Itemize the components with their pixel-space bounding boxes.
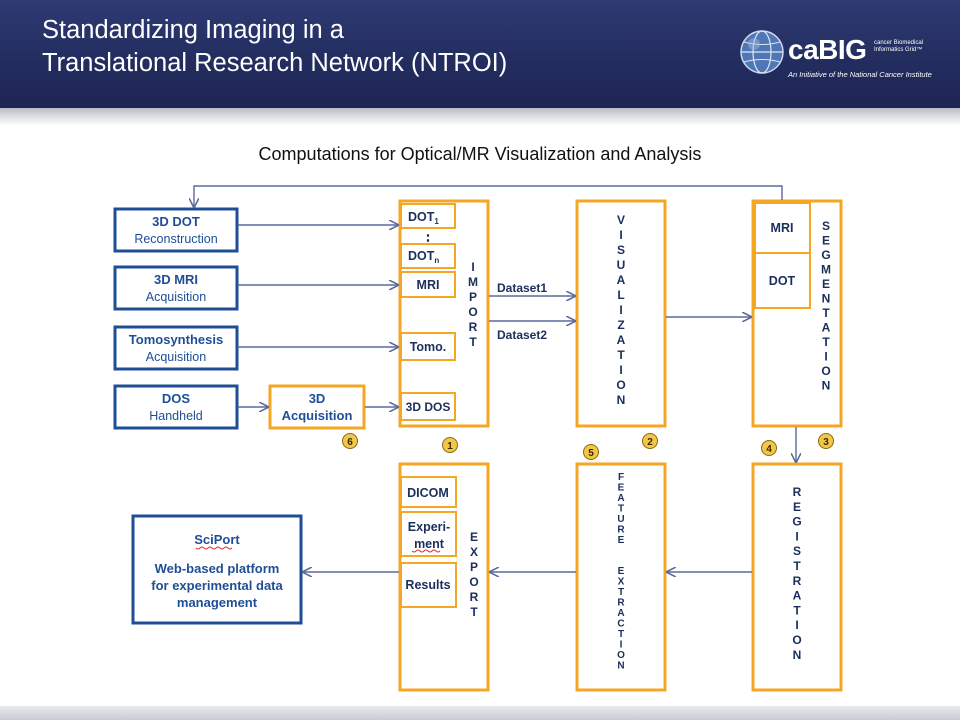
source-box-3d-mri: 3D MRI Acquisition xyxy=(113,265,239,311)
acquisition-line-2: Acquisition xyxy=(282,408,353,423)
export-slot-dicom-label: DICOM xyxy=(407,486,449,500)
acquisition-line-1: 3D xyxy=(309,391,326,406)
import-slot-mri-label: MRI xyxy=(417,278,440,292)
source-box-3d-dot: 3D DOT Reconstruction xyxy=(113,207,239,253)
segmentation-slot-dot xyxy=(754,252,811,309)
step-badge-3: 3 xyxy=(818,433,834,449)
svg-text:5: 5 xyxy=(588,448,594,459)
import-slot-mri xyxy=(400,271,456,298)
source-title: 3D MRI xyxy=(154,272,198,287)
slide-title: Standardizing Imaging in a Translational… xyxy=(42,14,507,80)
arrows xyxy=(194,185,796,572)
slide-title-line-1: Standardizing Imaging in a xyxy=(42,16,344,44)
import-slot-dot1-label: DOT1 xyxy=(408,210,439,226)
cabig-logo: caBIG cancer Biomedical Informatics Grid… xyxy=(738,24,943,84)
source-subtitle: Handheld xyxy=(149,409,203,423)
source-box-tomosynthesis: Tomosynthesis Acquisition xyxy=(113,325,239,371)
svg-text:4: 4 xyxy=(766,444,772,455)
svg-text:6: 6 xyxy=(347,437,353,448)
source-subtitle: Acquisition xyxy=(146,350,206,364)
sciport-title: SciPort xyxy=(194,532,240,547)
segmentation-slot-mri-label: MRI xyxy=(771,221,794,235)
step-badge-1: 1 xyxy=(442,437,458,453)
sciport-box: SciPort Web-based platform for experimen… xyxy=(131,514,303,625)
acquisition-box: 3D Acquisition xyxy=(268,384,366,430)
segmentation-slot-dot-label: DOT xyxy=(769,274,796,288)
import-slot-3d-dos xyxy=(400,392,456,421)
step-badge-4: 4 xyxy=(761,440,777,456)
source-box-dos: DOS Handheld xyxy=(113,384,239,430)
diagram-subtitle: Computations for Optical/MR Visualizatio… xyxy=(258,144,702,164)
export-slot-results-label: Results xyxy=(405,578,450,592)
step-badge-5: 5 xyxy=(583,444,599,460)
dataset2-label: Dataset2 xyxy=(497,328,547,342)
dataset1-label: Dataset1 xyxy=(497,281,547,295)
import-slot-tomo xyxy=(400,332,456,361)
feedback-loop-arrow xyxy=(194,185,783,207)
spellcheck-underline xyxy=(411,549,441,553)
import-slot-dotn-label: DOTn xyxy=(408,249,439,265)
logo-wordmark: caBIG xyxy=(788,34,867,65)
sciport-desc-line-2: for experimental data xyxy=(151,578,283,593)
source-title: 3D DOT xyxy=(152,214,200,229)
source-title: DOS xyxy=(162,391,191,406)
sciport-desc-line-3: management xyxy=(177,595,258,610)
export-slot-results xyxy=(400,562,457,608)
logo-tagline: An Initiative of the National Cancer Ins… xyxy=(788,70,932,79)
source-subtitle: Reconstruction xyxy=(134,232,217,246)
import-slot-dot1 xyxy=(400,203,456,229)
footer-bar xyxy=(0,706,960,720)
export-slot-dicom xyxy=(400,476,457,508)
title-banner xyxy=(0,0,960,108)
globe-icon xyxy=(740,30,784,74)
svg-text:2: 2 xyxy=(647,437,653,448)
logo-subtitle: cancer Biomedical Informatics Grid™ xyxy=(874,40,924,53)
import-slot-dotn xyxy=(400,243,456,269)
source-subtitle: Acquisition xyxy=(146,290,206,304)
svg-text:3: 3 xyxy=(823,437,829,448)
svg-text:1: 1 xyxy=(447,441,453,452)
slide-title-line-2: Translational Research Network (NTROI) xyxy=(42,49,508,77)
import-slot-tomo-label: Tomo. xyxy=(410,340,447,354)
import-slot-3d-dos-label: 3D DOS xyxy=(406,400,451,414)
banner-divider xyxy=(0,108,960,126)
source-title: Tomosynthesis xyxy=(129,332,223,347)
sciport-desc-line-1: Web-based platform xyxy=(155,561,280,576)
spellcheck-underline xyxy=(195,546,233,550)
step-badge-6: 6 xyxy=(342,433,358,449)
step-badge-2: 2 xyxy=(642,433,658,449)
export-slot-experiment-line-2: ment xyxy=(414,537,445,551)
export-slot-experiment xyxy=(400,511,457,557)
export-slot-experiment-line-1: Experi- xyxy=(408,520,450,534)
